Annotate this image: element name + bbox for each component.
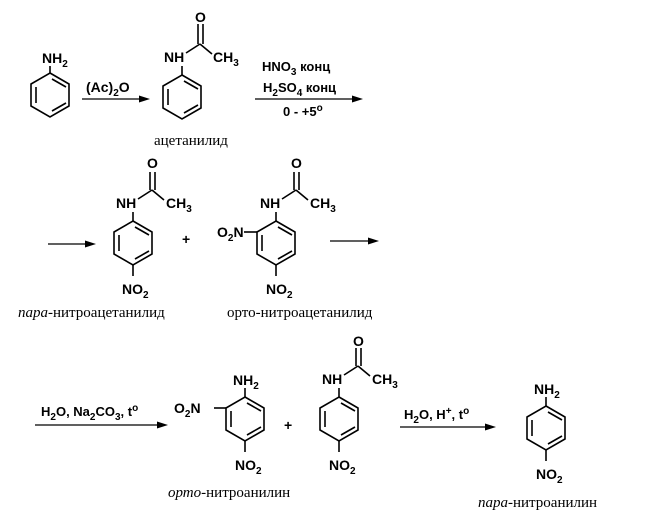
- ortho-nitroacetanilide: NH O CH3 O2N NO2: [217, 155, 336, 301]
- caption-para-nitroaniline: пара-нитроанилин: [478, 495, 597, 511]
- acetanilide-ring: [162, 74, 202, 120]
- para-nitroacetanilide-2-nh: NH: [322, 371, 342, 387]
- aniline-nh2: NH2: [42, 50, 68, 70]
- para-nitroacetanilide-2-carbonyl-o: O: [353, 333, 364, 349]
- para-nitroaniline: NH2 NO2: [526, 381, 566, 486]
- para-nitroacetanilide: NH O CH3 NO2: [113, 155, 192, 301]
- acetanilide-carbonyl-o: O: [195, 9, 206, 25]
- ortho-nitroaniline-no2: NO2: [235, 457, 262, 477]
- caption-ortho-nitroaniline: орто-нитроанилин: [168, 485, 290, 501]
- para-nitroaniline-no2: NO2: [536, 466, 563, 486]
- caption-acetanilide: ацетанилид: [154, 133, 228, 149]
- ortho-nitroacetanilide-no2: NO2: [266, 281, 293, 301]
- para-nitroacetanilide-nh: NH: [116, 195, 136, 211]
- reagent-acetic-anhydride: (Ac)2O: [86, 79, 130, 99]
- aniline: NH2: [30, 50, 70, 118]
- arrow-acetylation: (Ac)2O: [82, 79, 150, 103]
- caption-para-nitroacetanilide: пара-нитроацетанилид: [18, 305, 165, 321]
- reagent-h2so4: H2SO4 конц: [263, 80, 336, 99]
- arrow-hydrolysis: H2O, Na2CO3, to: [35, 403, 168, 429]
- para-nitroacetanilide-carbonyl-o: O: [147, 155, 158, 171]
- arrow-acid-hydrolysis: H2O, H+, to: [400, 406, 496, 431]
- acetanilide-nh: NH: [164, 49, 184, 65]
- reagent-water-acid: H2O, H+, to: [404, 406, 469, 426]
- acetanilide-ch3: CH3: [213, 49, 239, 69]
- aniline-ring: [30, 72, 70, 118]
- arrow-continuation: [48, 240, 96, 248]
- caption-ortho-nitroacetanilide: орто-нитроацетанилид: [227, 305, 373, 321]
- ortho-nitroacetanilide-o2n: O2N: [217, 224, 244, 244]
- ortho-nitroacetanilide-carbonyl-o: O: [291, 155, 302, 171]
- arrow-to-next-row: [330, 237, 379, 245]
- plus-1: +: [182, 231, 190, 247]
- ortho-nitroaniline-nh2: NH2: [233, 372, 259, 392]
- para-nitroacetanilide-ch3: CH3: [166, 195, 192, 215]
- arrow-nitration: HNO3 конц H2SO4 конц 0 - +5o: [255, 59, 363, 119]
- reagent-water-carbonate: H2O, Na2CO3, to: [41, 403, 138, 423]
- reagent-temperature: 0 - +5o: [283, 103, 323, 119]
- plus-2: +: [284, 417, 292, 433]
- ortho-nitroacetanilide-ch3: CH3: [310, 195, 336, 215]
- para-nitroaniline-nh2: NH2: [534, 381, 560, 401]
- para-nitroacetanilide-2: NH O CH3 NO2: [319, 333, 398, 477]
- para-nitroacetanilide-2-no2: NO2: [329, 457, 356, 477]
- ortho-nitroacetanilide-nh: NH: [260, 195, 280, 211]
- ortho-nitroaniline: NH2 O2N NO2: [174, 372, 265, 477]
- para-nitroacetanilide-2-ch3: CH3: [372, 371, 398, 391]
- para-nitroacetanilide-no2: NO2: [122, 281, 149, 301]
- ortho-nitroaniline-o2n: O2N: [174, 400, 201, 420]
- reagent-hno3: HNO3 конц: [262, 59, 330, 78]
- acetanilide: NH O CH3: [162, 9, 239, 120]
